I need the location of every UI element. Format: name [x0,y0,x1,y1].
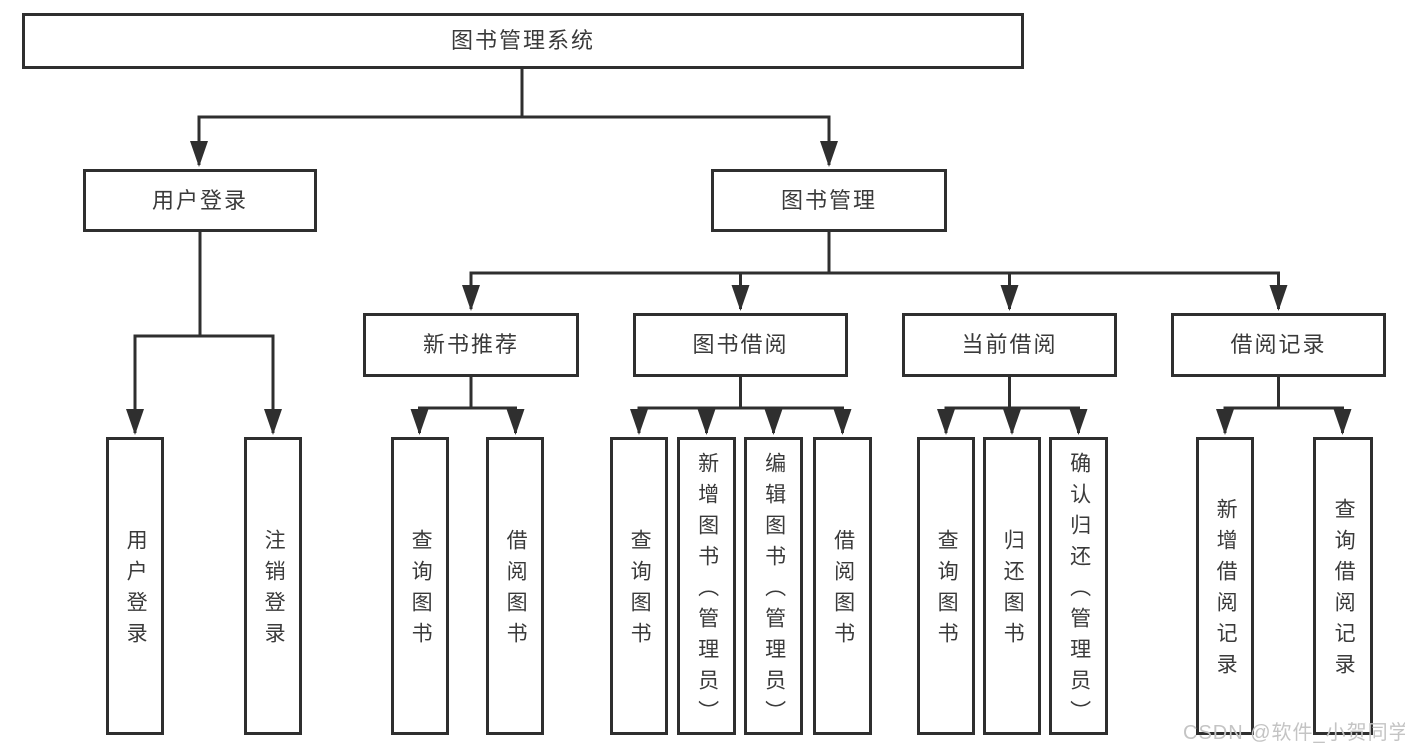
node-label: 新增图书（管理员） [695,451,719,731]
node-library-management-system: 图书管理系统 [22,13,1024,69]
node-label: 新书推荐 [422,332,519,357]
leaf-query-books-borrow: 查询图书 [610,437,668,735]
node-label: 当前借阅 [961,332,1058,357]
node-borrow-records: 借阅记录 [1171,313,1386,377]
edges-book-management-children [462,230,1288,311]
node-label: 用户登录 [151,187,248,213]
node-label: 编辑图书（管理员） [762,451,786,731]
leaf-borrow-books-recommend: 借阅图书 [486,437,544,735]
node-label: 查询图书 [628,529,652,653]
edges-user-login-children [126,230,282,435]
node-label: 借阅图书 [504,529,528,653]
node-book-management: 图书管理 [711,169,947,232]
node-new-book-recommend: 新书推荐 [363,313,579,377]
node-label: 查询借阅记录 [1332,498,1356,684]
csdn-watermark: CSDN @软件_小贺同学 [1183,722,1405,744]
node-label: 新增借阅记录 [1214,498,1238,684]
node-label: 确认归还（管理员） [1067,451,1091,731]
leaf-add-book-admin: 新增图书（管理员） [677,437,736,735]
edges-new-book-recommend-children [410,376,525,435]
leaf-query-borrow-record: 查询借阅记录 [1313,437,1373,735]
node-label: 查询图书 [935,529,959,653]
node-user-login: 用户登录 [83,169,317,232]
leaf-edit-book-admin: 编辑图书（管理员） [744,437,803,735]
node-label: 借阅记录 [1230,332,1327,357]
node-label: 借阅图书 [831,529,855,653]
node-label: 图书管理 [780,187,877,213]
edges-current-borrow-children [937,376,1088,435]
node-label: 归还图书 [1001,529,1025,653]
leaf-query-books-recommend: 查询图书 [391,437,449,735]
node-label: 注销登录 [262,529,286,653]
edges-root-to-level2 [190,67,838,167]
node-label: 用户登录 [124,529,148,653]
leaf-return-book: 归还图书 [983,437,1041,735]
node-label: 图书借阅 [692,332,789,357]
edges-book-borrow-children [630,376,852,435]
node-book-borrow: 图书借阅 [633,313,848,377]
node-current-borrow: 当前借阅 [902,313,1117,377]
edges-borrow-records-children [1216,376,1352,435]
leaf-borrow-books: 借阅图书 [813,437,872,735]
node-label: 图书管理系统 [450,28,595,53]
leaf-user-login: 用户登录 [106,437,164,735]
node-label: 查询图书 [409,529,433,653]
leaf-confirm-return-admin: 确认归还（管理员） [1049,437,1108,735]
leaf-add-borrow-record: 新增借阅记录 [1196,437,1254,735]
leaf-logout: 注销登录 [244,437,302,735]
leaf-query-books-current: 查询图书 [917,437,975,735]
